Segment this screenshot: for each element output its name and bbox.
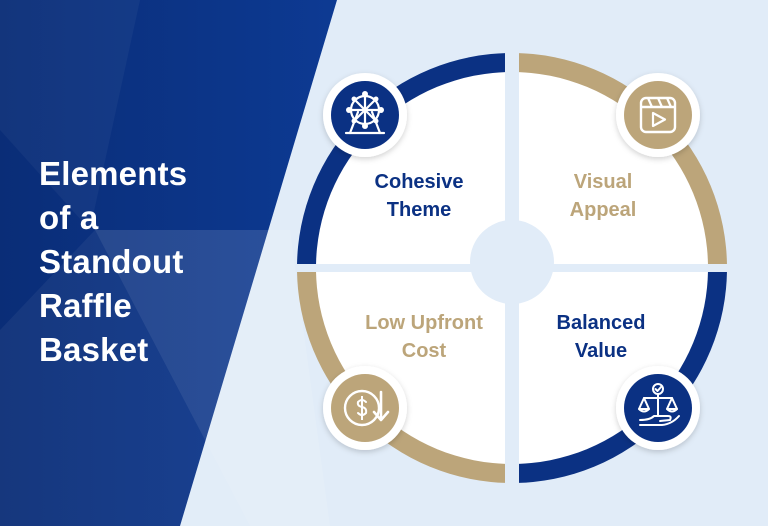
label-cost: Cost xyxy=(401,340,447,362)
quadrant-fill-bottom-left xyxy=(316,272,505,464)
title-line-3: Standout xyxy=(39,243,184,280)
title-line-1: Elements xyxy=(39,155,188,192)
title-line-5: Basket xyxy=(39,331,149,368)
quadrant-label-bottom-left: Low Upfront Cost xyxy=(334,309,514,365)
title-line-2: of a xyxy=(39,199,99,236)
quadrant-label-bottom-right: Balanced Value xyxy=(511,309,691,365)
quadrant-fill-top-left xyxy=(316,72,505,264)
quadrant-label-top-right: Visual Appeal xyxy=(513,168,693,224)
label-low-upfront: Low Upfront xyxy=(365,312,483,334)
label-value: Value xyxy=(574,340,628,362)
center-circle xyxy=(470,220,554,304)
label-visual: Visual xyxy=(573,171,633,193)
quadrant-fill-bottom-right xyxy=(519,272,708,464)
label-appeal: Appeal xyxy=(569,199,637,221)
label-balanced: Balanced xyxy=(556,312,646,334)
panel-facet-top xyxy=(0,0,140,230)
title-line-4: Raffle xyxy=(39,287,132,324)
panel-facet-bottom xyxy=(0,230,250,526)
label-cohesive: Cohesive xyxy=(374,171,464,193)
quadrant-fill-top-right xyxy=(519,72,708,264)
dollar-coin-down-arrow-icon xyxy=(323,366,407,450)
video-clapper-icon xyxy=(616,73,700,157)
left-panel xyxy=(0,0,337,526)
quadrant-label-top-left: Cohesive Theme xyxy=(329,168,509,224)
label-theme: Theme xyxy=(386,199,452,221)
ferris-wheel-icon xyxy=(323,73,407,157)
balance-scale-hand-icon xyxy=(616,366,700,450)
panel-facet-bottom-light xyxy=(95,230,330,526)
